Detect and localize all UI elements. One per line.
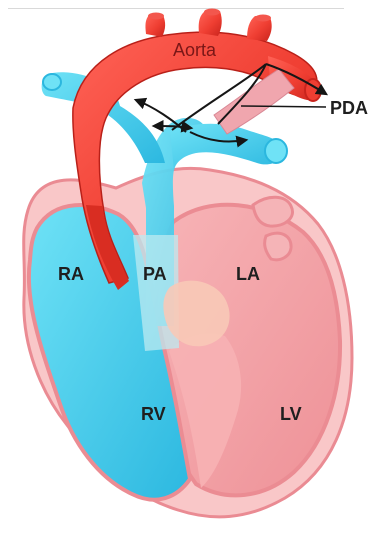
pda-label: PDA <box>330 98 368 118</box>
left-atrial-lobe <box>265 233 291 260</box>
aorta-branch-cap-1 <box>148 13 164 20</box>
lv-label: LV <box>280 404 302 424</box>
ra-label: RA <box>58 264 84 284</box>
left-pulmonary-opening <box>43 74 61 90</box>
ductus-arteriosus <box>214 69 294 134</box>
pa-label: PA <box>143 264 167 284</box>
right-pulmonary-opening <box>265 139 287 163</box>
pda-pointer-line <box>241 106 326 107</box>
rv-label: RV <box>141 404 166 424</box>
aorta-branch-cap-2 <box>204 9 220 16</box>
aorta-label: Aorta <box>173 40 217 60</box>
aorta-branch-cap-3 <box>255 15 271 22</box>
la-label: LA <box>236 264 260 284</box>
left-atrial-appendage <box>253 197 293 226</box>
